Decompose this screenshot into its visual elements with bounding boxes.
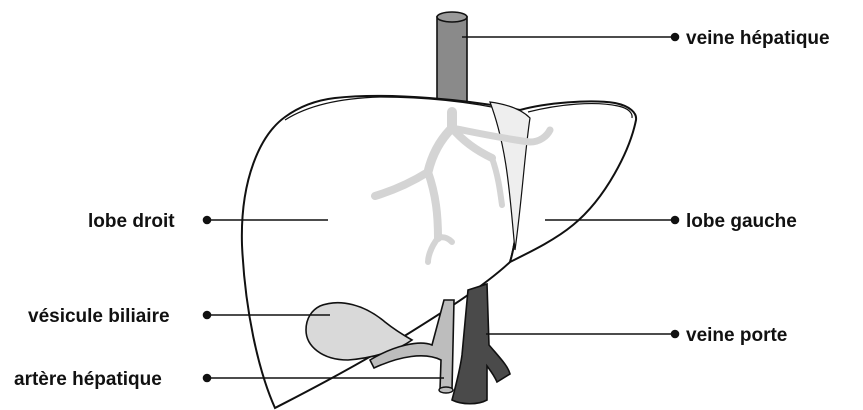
right-lobe-label: lobe droit xyxy=(88,211,175,232)
hepatic-artery-label: artère hépatique xyxy=(14,369,162,390)
portal-vein-shape xyxy=(452,284,510,404)
portal-vein-label: veine porte xyxy=(686,325,787,346)
hepatic-vein xyxy=(437,12,467,112)
hepatic-vein-label: veine hépatique xyxy=(686,28,830,49)
left-lobe-label: lobe gauche xyxy=(686,211,797,232)
hepatic-artery-end xyxy=(439,387,453,393)
gallbladder-label: vésicule biliaire xyxy=(28,306,170,327)
